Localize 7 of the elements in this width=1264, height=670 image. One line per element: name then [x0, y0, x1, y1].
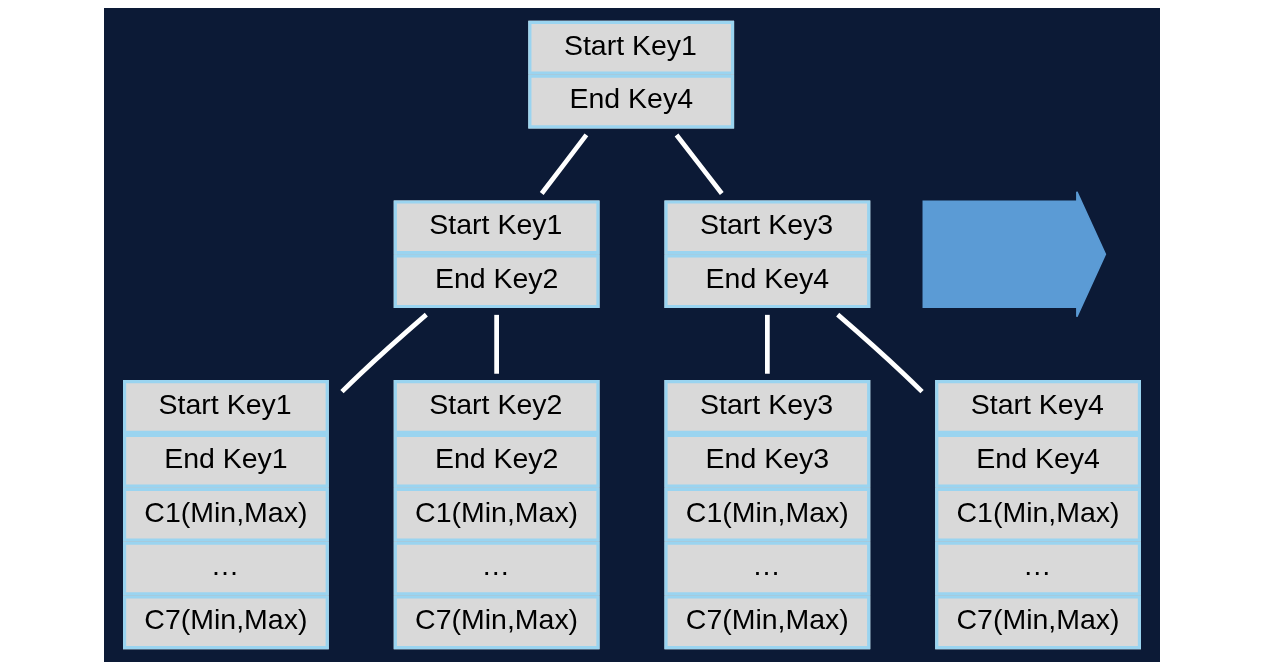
connector: [494, 314, 499, 374]
connector: [539, 133, 589, 195]
node-arrow: [922, 190, 1107, 318]
connector: [340, 312, 428, 394]
connector: [674, 133, 724, 195]
connector: [765, 314, 770, 374]
connector: [836, 312, 924, 394]
